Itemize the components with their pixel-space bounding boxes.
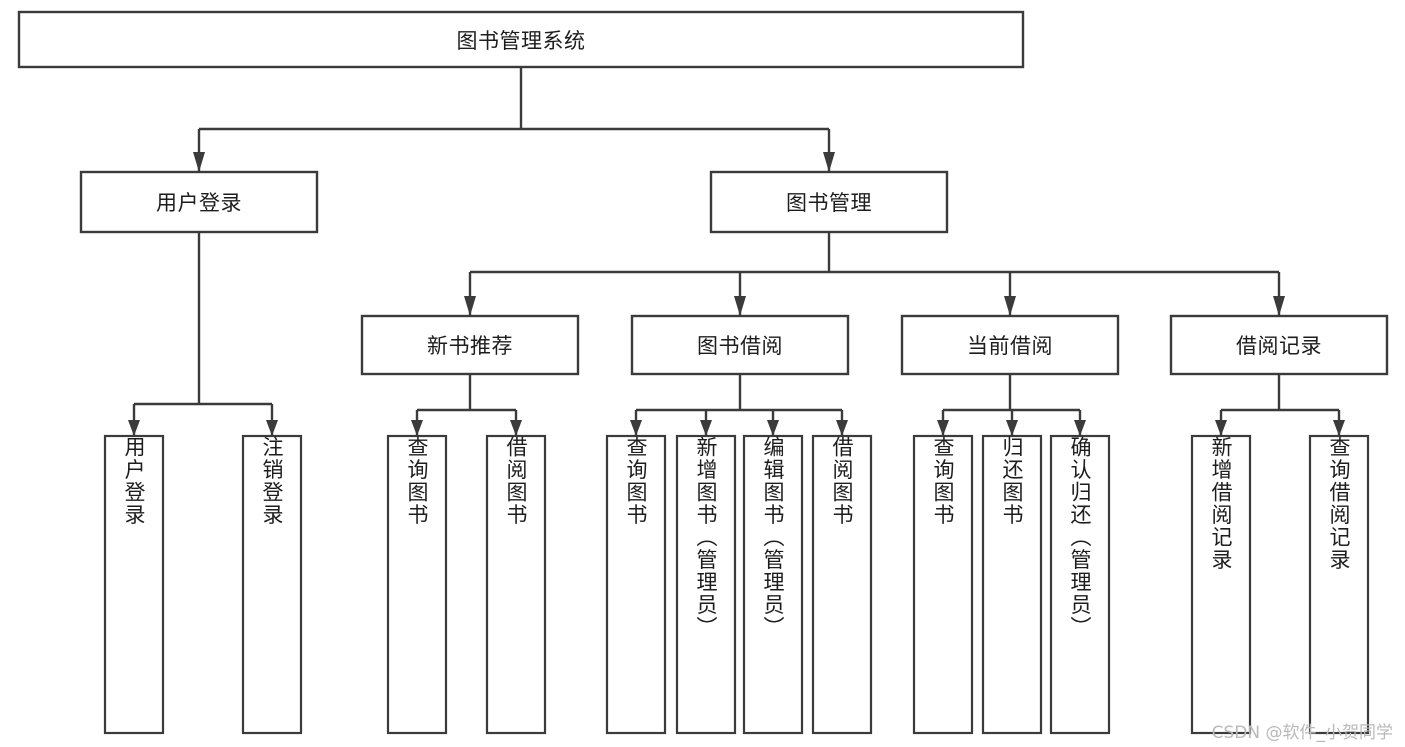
arrow-head-icon: [464, 296, 476, 316]
arrow-head-icon: [1333, 420, 1345, 436]
arrow-head-icon: [510, 420, 522, 436]
connector-edges-layer: [128, 67, 1345, 436]
node-leaf-query-book-2[interactable]: [605, 434, 667, 735]
node-current-borrow[interactable]: [900, 314, 1120, 376]
node-leaf-confirm-return[interactable]: [1049, 434, 1111, 735]
arrow-head-icon: [1273, 296, 1285, 316]
arrow-head-icon: [630, 420, 642, 436]
arrow-head-icon: [193, 152, 205, 172]
arrow-head-icon: [767, 420, 779, 436]
node-leaf-add-record[interactable]: [1190, 434, 1252, 735]
node-book-borrow[interactable]: [630, 314, 850, 376]
node-leaf-query-book-3[interactable]: [912, 434, 974, 735]
node-leaf-user-login[interactable]: [103, 434, 165, 735]
arrow-head-icon: [734, 296, 746, 316]
node-book-manage[interactable]: [709, 170, 949, 234]
node-new-book-recommend[interactable]: [360, 314, 580, 376]
arrow-head-icon: [1074, 420, 1086, 436]
node-leaf-query-record[interactable]: [1308, 434, 1370, 735]
arrow-head-icon: [823, 152, 835, 172]
arrow-head-icon: [700, 420, 712, 436]
node-borrow-record[interactable]: [1169, 314, 1389, 376]
arrow-head-icon: [836, 420, 848, 436]
node-leaf-borrow-book-2[interactable]: [811, 434, 873, 735]
arrow-head-icon: [128, 420, 140, 436]
node-leaf-return-book[interactable]: [981, 434, 1043, 735]
node-leaf-query-book-1[interactable]: [386, 434, 448, 735]
node-boxes-layer: [17, 10, 1389, 735]
arrow-head-icon: [937, 420, 949, 436]
node-root[interactable]: [17, 10, 1025, 69]
node-user-login[interactable]: [79, 170, 319, 234]
node-leaf-add-book[interactable]: [675, 434, 737, 735]
node-leaf-borrow-book-1[interactable]: [485, 434, 547, 735]
arrow-head-icon: [411, 420, 423, 436]
watermark-text: CSDN @软件_小贺同学: [1211, 723, 1393, 743]
arrow-head-icon: [1004, 296, 1016, 316]
arrow-head-icon: [266, 420, 278, 436]
node-leaf-edit-book[interactable]: [742, 434, 804, 735]
node-leaf-logout-login[interactable]: [241, 434, 303, 735]
arrow-head-icon: [1006, 420, 1018, 436]
arrow-head-icon: [1215, 420, 1227, 436]
